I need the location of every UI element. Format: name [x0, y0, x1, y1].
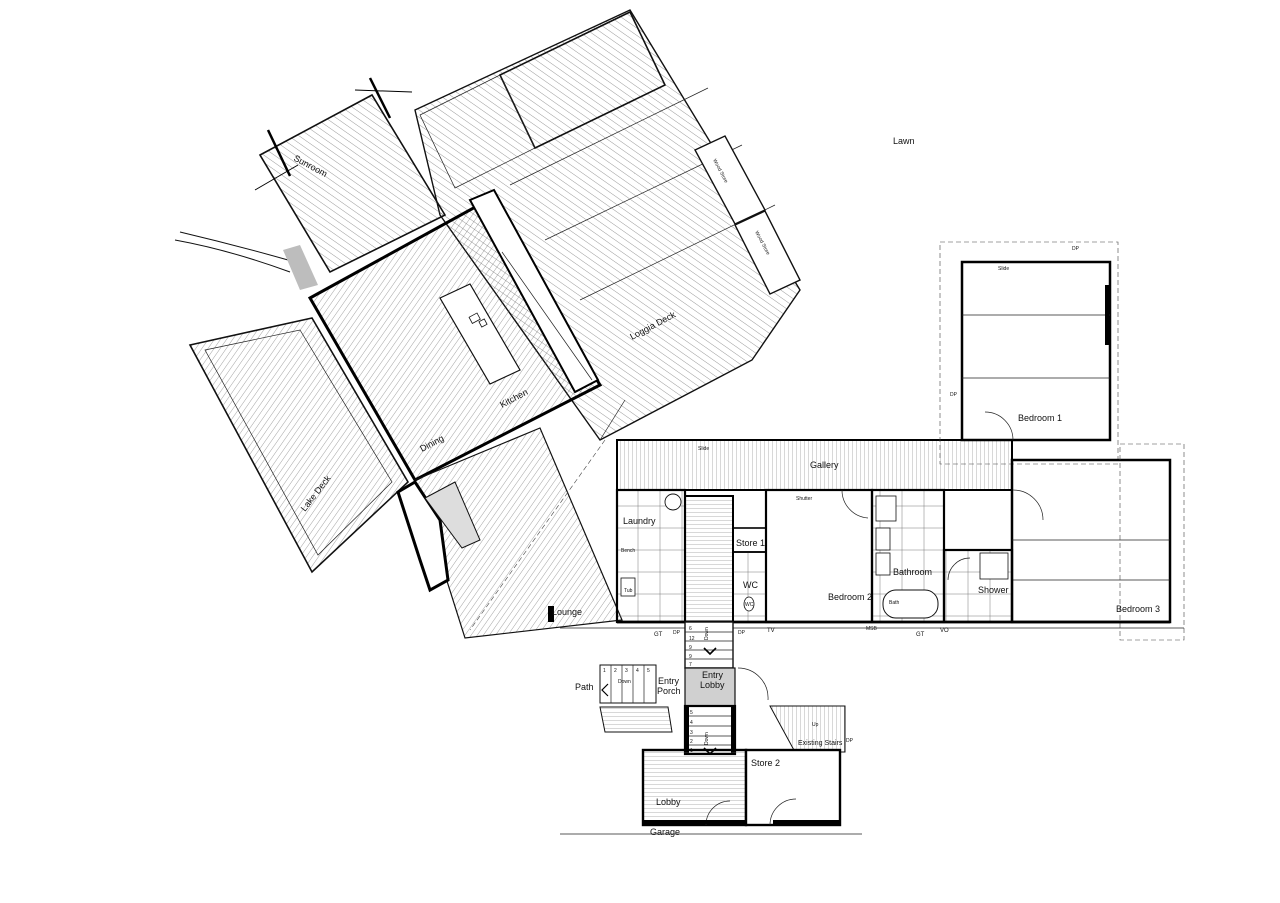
bench-label: Bench — [621, 548, 635, 554]
dp-label-3: DP — [950, 392, 958, 398]
path-step-3: 3 — [625, 668, 628, 674]
wood-store-lower — [734, 210, 801, 295]
label-bedroom2: Bedroom 2 — [828, 592, 872, 602]
bedroom-wing — [560, 241, 1185, 641]
label-entry-porch-2: Porch — [657, 686, 681, 696]
label-lounge: Lounge — [552, 607, 582, 617]
label-laundry: Laundry — [623, 516, 656, 526]
label-lawn: Lawn — [893, 136, 915, 146]
path-step-5: 5 — [647, 668, 650, 674]
path-steps — [599, 664, 657, 704]
label-bathroom: Bathroom — [893, 567, 932, 577]
step-u1: 12 — [689, 636, 695, 642]
gallery-slide: Slide — [698, 446, 709, 452]
gt-label-2: GT — [916, 632, 925, 638]
entry-lobby-area — [684, 667, 736, 707]
up-label: Up — [812, 722, 819, 728]
gt-label-1: GT — [654, 632, 663, 638]
label-garage: Garage — [650, 827, 680, 837]
bedroom1-slide: Slide — [998, 266, 1009, 272]
label-entry-porch-1: Entry — [658, 676, 680, 686]
msb-label: MSB — [866, 626, 878, 632]
label-gallery: Gallery — [810, 460, 839, 470]
laundry-area — [615, 488, 687, 624]
bedroom1-area — [960, 260, 1112, 442]
annotation-labels: Slide Slide Shutter TV GT GT VO DP DP DP… — [603, 246, 1080, 754]
existing-stairs — [769, 705, 846, 753]
dp-label-5: DP — [846, 738, 854, 744]
label-path: Path — [575, 682, 594, 692]
label-entry-lobby-2: Lobby — [700, 680, 725, 690]
tub-label: Tub — [624, 588, 633, 594]
label-bedroom1: Bedroom 1 — [1018, 413, 1062, 423]
bedroom2-area — [764, 488, 874, 624]
gallery-area — [616, 439, 1013, 491]
step-l2: 2 — [690, 739, 693, 745]
label-shower: Shower — [978, 585, 1009, 595]
label-wc: WC — [743, 580, 758, 590]
vo-label: VO — [940, 628, 949, 634]
dp-label-4: DP — [1072, 246, 1080, 252]
lobby-area — [641, 748, 748, 827]
step-u3: 9 — [689, 654, 692, 660]
down-label-upper: Down — [704, 627, 710, 640]
down-label-path: Down — [618, 679, 631, 685]
wc-pan-label: WC — [745, 602, 754, 608]
step-l1: 1 — [690, 748, 693, 754]
bedroom3-area — [1010, 458, 1172, 624]
step-u2: 9 — [689, 645, 692, 651]
step-l4: 4 — [690, 720, 693, 726]
down-label-lower: Down — [704, 732, 710, 745]
bedroom2-shutter: Shutter — [796, 496, 812, 502]
store2-area — [744, 748, 842, 827]
kitchen-island — [439, 283, 521, 385]
label-bedroom3: Bedroom 3 — [1116, 604, 1160, 614]
label-store1: Store 1 — [736, 538, 765, 548]
label-entry-lobby-1: Entry — [702, 670, 724, 680]
path-step-4: 4 — [636, 668, 639, 674]
tv-label: TV — [767, 628, 775, 634]
label-lobby: Lobby — [656, 797, 681, 807]
sunroom-area — [258, 93, 447, 274]
step-l5: 5 — [690, 710, 693, 716]
path-step-1: 1 — [603, 668, 606, 674]
path-step-2: 2 — [614, 668, 617, 674]
step-u4: 7 — [689, 662, 692, 668]
rotated-pavilion: Wood Store Wood Store — [174, 9, 801, 639]
lake-deck-area — [188, 317, 410, 574]
label-store2: Store 2 — [751, 758, 780, 768]
label-existing-stairs: Existing Stairs — [798, 740, 843, 747]
dp-label-2: DP — [673, 630, 681, 636]
entry-area — [560, 621, 862, 835]
wood-store-upper — [694, 135, 766, 225]
bath-label: Bath — [889, 600, 900, 606]
direction-arrows — [601, 647, 717, 756]
dp-label-1: DP — [738, 630, 746, 636]
main-stair — [684, 495, 734, 623]
step-l3: 3 — [690, 730, 693, 736]
step-u5: 6 — [689, 626, 692, 632]
